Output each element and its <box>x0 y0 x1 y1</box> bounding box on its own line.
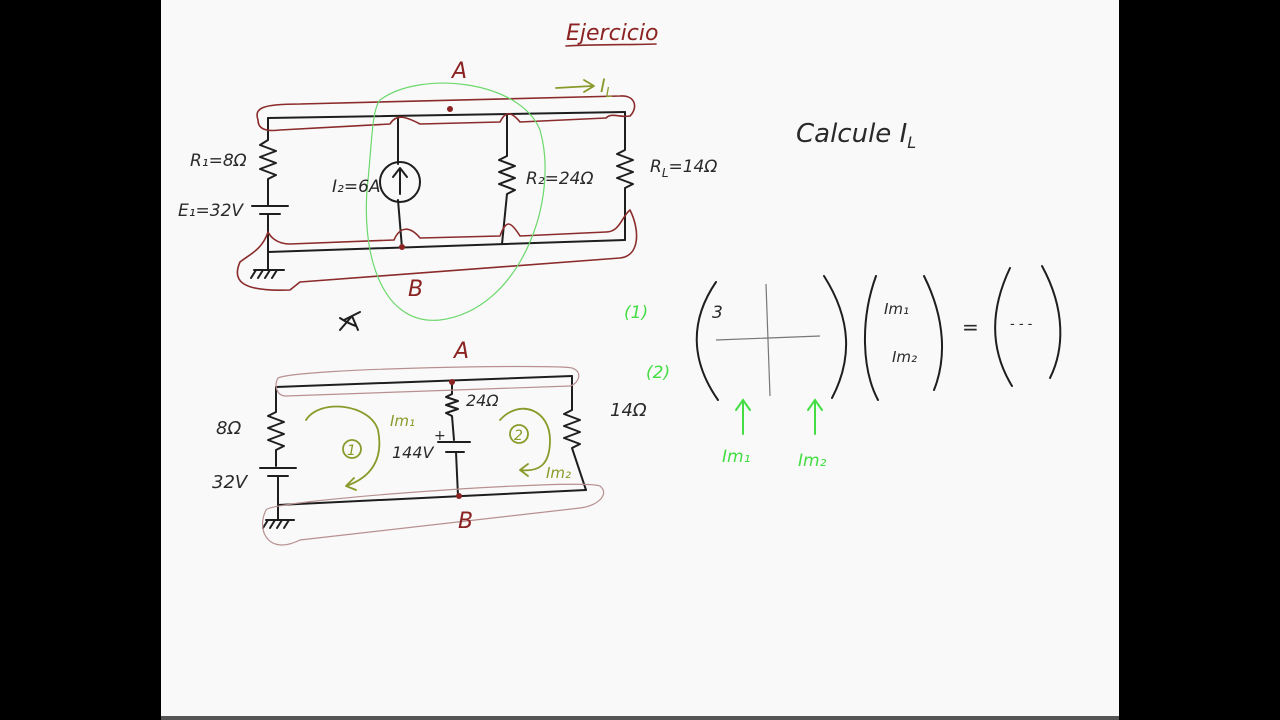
c1-node-b-outline <box>236 209 638 291</box>
c1-label-r1: R₁=8Ω <box>190 151 247 171</box>
c1-node-a <box>447 106 453 112</box>
c2-loop-2-number: 2 <box>514 428 523 444</box>
c1-node-b <box>399 244 405 250</box>
c2-label-b: B <box>458 509 473 534</box>
c2-node-a <box>449 379 455 385</box>
c2-label-im2: Im₂ <box>546 464 571 482</box>
title-underline <box>565 43 657 47</box>
c2-v144-battery <box>437 441 471 497</box>
c1-e1-battery <box>251 205 289 271</box>
vector-right-bracket <box>923 275 944 391</box>
c1-label-rl: RL=14Ω <box>650 157 717 180</box>
vector-left-bracket <box>864 275 879 401</box>
c1-source-arrow-icon <box>392 167 408 195</box>
c1-label-a: A <box>450 59 467 84</box>
c2-loop-2-arrow-icon <box>499 407 551 477</box>
c1-node-a-outline <box>256 95 636 132</box>
c2-loop-1-number: 1 <box>347 443 356 459</box>
c2-node-b <box>456 493 462 499</box>
c2-label-a: A <box>452 339 469 364</box>
c2-node-b-outline <box>262 483 605 546</box>
c2-label-im1: Im₁ <box>390 412 415 430</box>
c1-label-e1: E₁=32V <box>178 201 244 221</box>
col-2-label: Im₂ <box>798 451 827 471</box>
rhs-right-bracket <box>1041 265 1062 379</box>
vector-im2: Im₂ <box>892 348 917 366</box>
c1-top-wire <box>267 111 626 119</box>
matrix-right-bracket <box>823 275 848 399</box>
matrix-entry: 3 <box>712 303 723 323</box>
c1-r2-resistor <box>498 113 516 245</box>
matrix-left-bracket <box>695 281 719 401</box>
task-text: Calcule IL <box>796 119 916 152</box>
circuit-1: A B R₁=8Ω E₁=32V I₂=6A R₂=24Ω RL=14Ω IL <box>178 59 717 321</box>
rhs-placeholder: - - - <box>1010 317 1033 332</box>
c1-label-i2: I₂=6A <box>332 177 381 197</box>
c1-current-source-icon <box>379 161 421 203</box>
col-1-label: Im₁ <box>722 447 750 467</box>
equals-sign: = <box>962 315 979 339</box>
col-1-arrow-icon <box>735 398 751 435</box>
c2-label-r8: 8Ω <box>216 418 241 439</box>
c1-source-wire <box>397 117 403 249</box>
c2-bottom-wire <box>277 489 587 506</box>
c2-label-r14: 14Ω <box>610 400 647 421</box>
col-2-arrow-icon <box>807 398 823 435</box>
c1-il-arrow-icon <box>555 79 595 93</box>
player-progress-bar[interactable] <box>161 716 1119 720</box>
c1-ground-icon <box>250 269 285 279</box>
circuit-2: 1 2 Im₁ Im₂ A B 8Ω 32V 24Ω 144V + 14Ω <box>212 339 647 546</box>
c2-r14-resistor <box>563 375 587 491</box>
c1-bottom-wire <box>267 239 626 253</box>
matrix-grid-lines <box>715 283 821 397</box>
crossed-out-mark <box>339 311 361 331</box>
row-1-tag: (1) <box>624 303 648 323</box>
c2-top-wire <box>275 375 573 388</box>
row-2-tag: (2) <box>646 363 670 383</box>
c1-label-r2: R₂=24Ω <box>526 169 594 189</box>
c1-r1-resistor <box>259 117 277 206</box>
c2-loop-1-badge <box>342 439 362 459</box>
title-text: Ejercicio <box>566 21 658 46</box>
c2-label-r24: 24Ω <box>466 391 499 410</box>
c2-r24-resistor <box>445 381 459 441</box>
vector-im1: Im₁ <box>884 300 909 318</box>
c1-supernode-circle <box>365 82 546 321</box>
c2-ground-icon <box>262 519 295 529</box>
matrix-equation: (1) (2) 3 Im₁ Im₂ = - - - Im₁ Im₂ <box>624 265 1062 471</box>
c2-label-plus: + <box>434 428 446 444</box>
c2-v32-battery <box>259 467 297 521</box>
rhs-left-bracket <box>994 267 1013 387</box>
c1-rl-resistor <box>616 111 634 241</box>
whiteboard <box>161 0 1119 716</box>
c1-label-b: B <box>408 277 423 302</box>
c2-r8-resistor <box>267 386 285 467</box>
c1-label-il: IL <box>600 75 613 101</box>
c2-label-v32: 32V <box>212 472 249 493</box>
c2-loop-2-badge <box>509 424 529 444</box>
c2-node-a-outline <box>275 365 580 397</box>
c2-label-v144: 144V <box>392 443 435 462</box>
c2-loop-1-arrow-icon <box>305 405 381 491</box>
